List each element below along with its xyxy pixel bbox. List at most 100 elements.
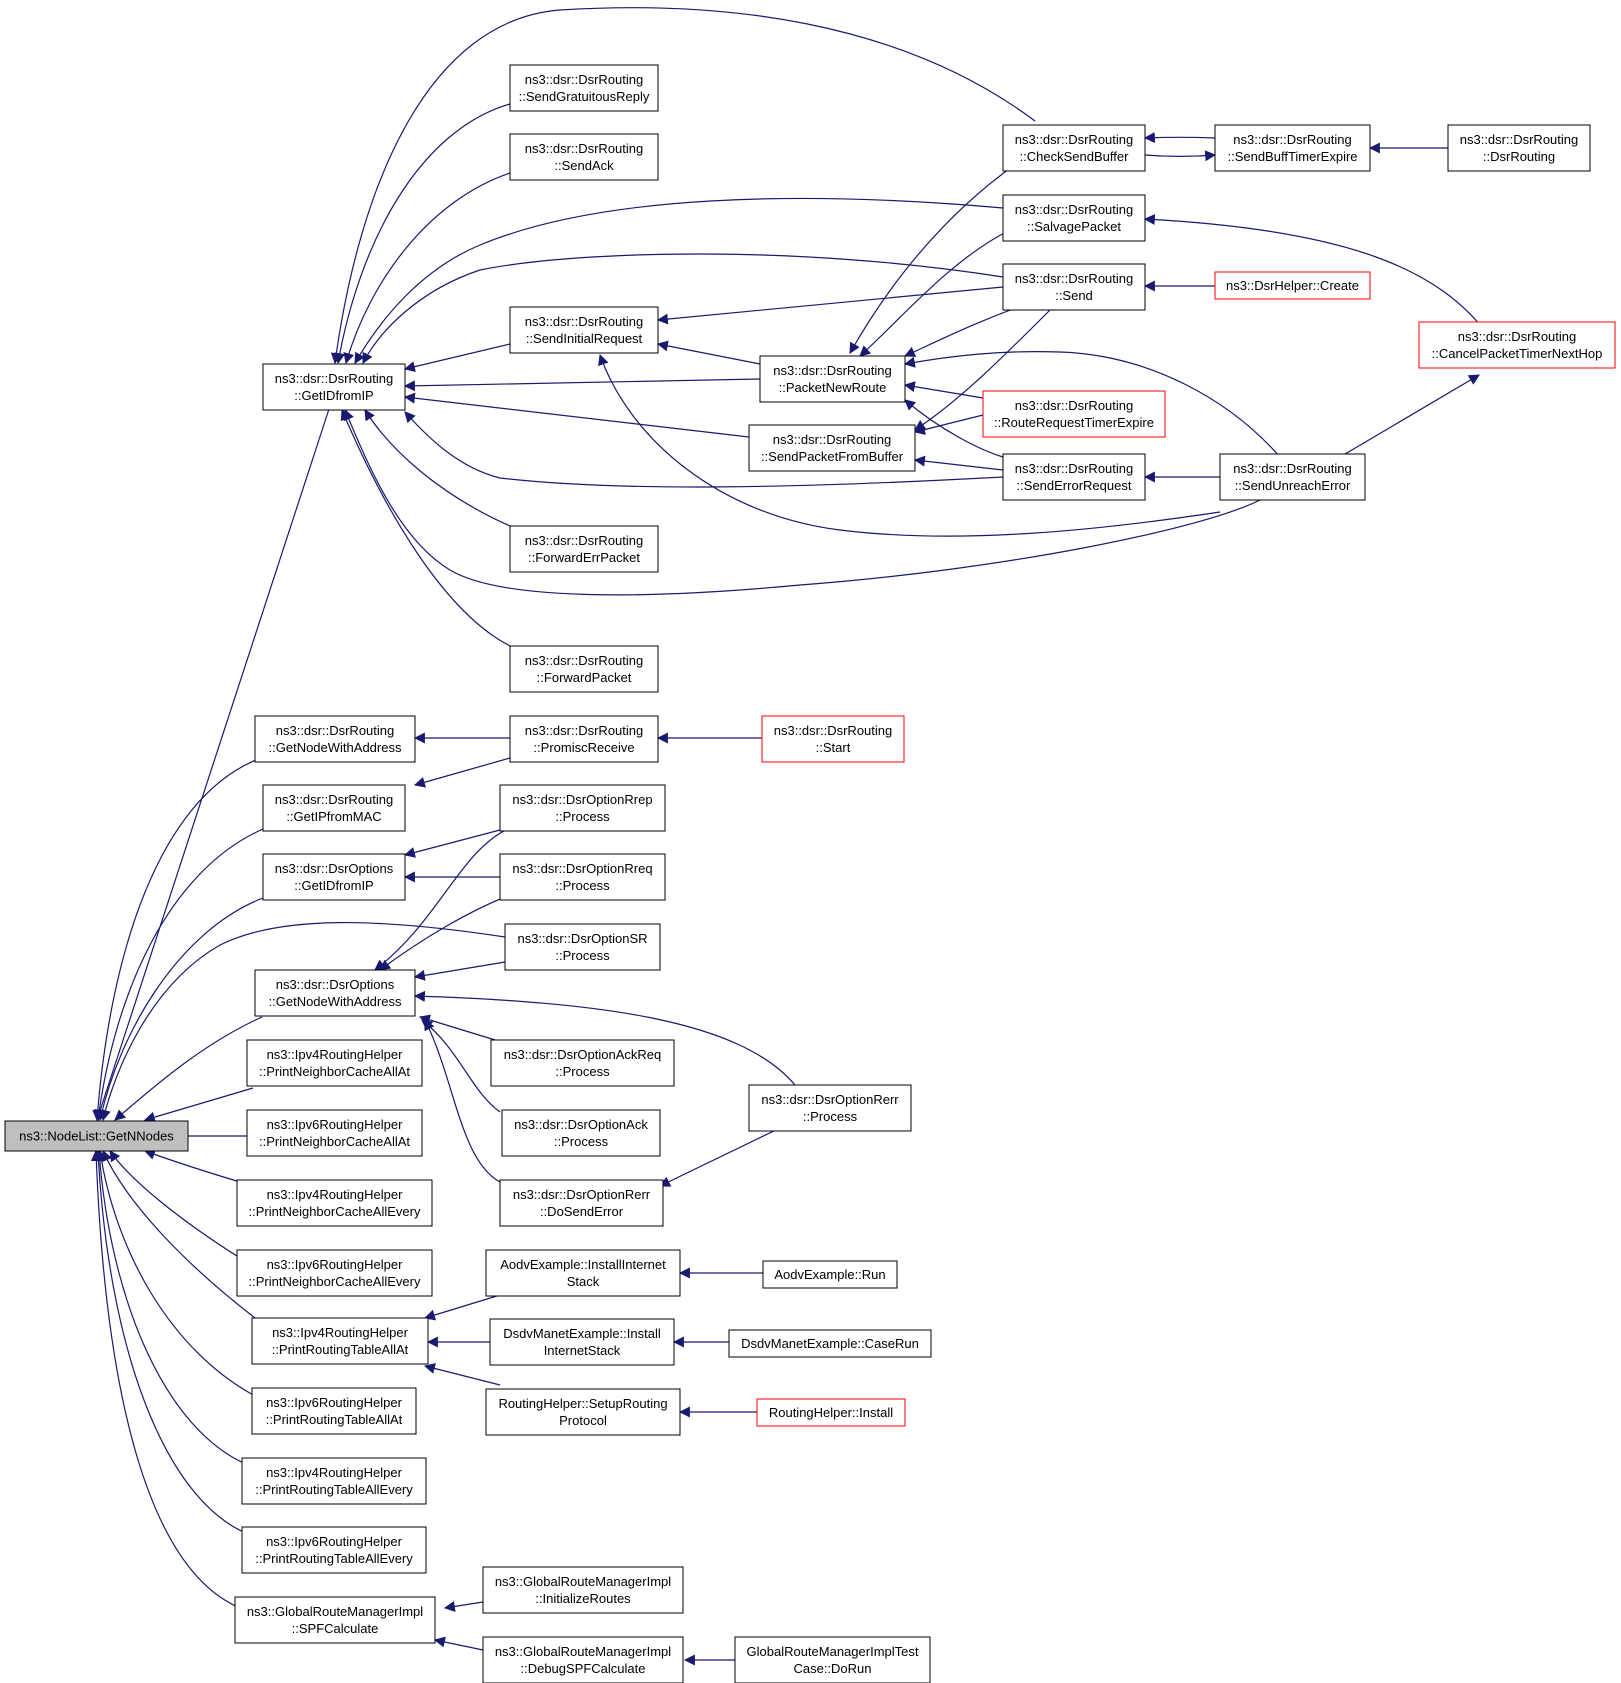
- node-box: [1214, 271, 1371, 300]
- node-box: [501, 1109, 661, 1157]
- node-label: RoutingHelper::Install: [769, 1405, 893, 1420]
- node-label: ns3::dsr::DsrOptions: [275, 861, 394, 876]
- node-label: ::PrintNeighborCacheAllAt: [259, 1064, 410, 1079]
- node-route-req-timer[interactable]: ns3::dsr::DsrRouting::RouteRequestTimerE…: [982, 390, 1166, 438]
- node-ipv4-nc-every[interactable]: ns3::Ipv4RoutingHelper::PrintNeighborCac…: [236, 1179, 433, 1227]
- node-forward-err[interactable]: ns3::dsr::DsrRouting::ForwardErrPacket: [509, 525, 659, 573]
- node-label: ns3::Ipv4RoutingHelper: [266, 1465, 403, 1480]
- node-box: [1447, 124, 1591, 172]
- node-dsdv-caserun[interactable]: DsdvManetExample::CaseRun: [728, 1329, 932, 1358]
- node-label: ::SendUnreachError: [1235, 478, 1351, 493]
- node-send-unreach[interactable]: ns3::dsr::DsrRouting::SendUnreachError: [1219, 453, 1366, 501]
- node-label: ::Start: [816, 740, 851, 755]
- node-opt-rerr-dosend[interactable]: ns3::dsr::DsrOptionRerr::DoSendError: [499, 1179, 664, 1227]
- node-box: [1219, 453, 1366, 501]
- node-send-ack[interactable]: ns3::dsr::DsrRouting::SendAck: [509, 133, 659, 181]
- node-box: [509, 306, 659, 354]
- node-ipv4-rt-at[interactable]: ns3::Ipv4RoutingHelper::PrintRoutingTabl…: [251, 1317, 429, 1365]
- node-label: DsdvManetExample::CaseRun: [741, 1336, 919, 1351]
- node-box: [762, 1260, 898, 1289]
- node-label: ::ForwardPacket: [537, 670, 632, 685]
- node-ipv6-rt-at[interactable]: ns3::Ipv6RoutingHelper::PrintRoutingTabl…: [251, 1387, 417, 1435]
- node-rh-install[interactable]: RoutingHelper::Install: [756, 1398, 906, 1427]
- node-send-gratuitous[interactable]: ns3::dsr::DsrRouting::SendGratuitousRepl…: [509, 64, 659, 112]
- node-send[interactable]: ns3::dsr::DsrRouting::Send: [1002, 263, 1146, 311]
- node-box: [982, 390, 1166, 438]
- edge-send-to-sendinitial: [656, 286, 1004, 325]
- edge-optrerr-to-optrerrdosend: [659, 1127, 781, 1187]
- node-promisc-receive[interactable]: ns3::dsr::DsrRouting::PromiscReceive: [509, 715, 659, 763]
- node-opt-sr[interactable]: ns3::dsr::DsrOptionSR::Process: [504, 923, 661, 971]
- node-ipv4-nc-at[interactable]: ns3::Ipv4RoutingHelper::PrintNeighborCac…: [246, 1039, 423, 1087]
- node-box: [1002, 453, 1146, 501]
- node-send-initial[interactable]: ns3::dsr::DsrRouting::SendInitialRequest: [509, 306, 659, 354]
- node-box: [728, 1329, 932, 1358]
- node-label: ns3::DsrHelper::Create: [1226, 278, 1359, 293]
- node-dsr-ctor[interactable]: ns3::dsr::DsrRouting::DsrRouting: [1447, 124, 1591, 172]
- node-dsr-helper-create[interactable]: ns3::DsrHelper::Create: [1214, 271, 1371, 300]
- node-opts-get-node[interactable]: ns3::dsr::DsrOptions::GetNodeWithAddress: [254, 969, 416, 1017]
- node-opt-rerr[interactable]: ns3::dsr::DsrOptionRerr::Process: [748, 1084, 912, 1132]
- node-opt-rrep[interactable]: ns3::dsr::DsrOptionRrep::Process: [499, 784, 666, 832]
- node-packet-new-route[interactable]: ns3::dsr::DsrRouting::PacketNewRoute: [759, 355, 906, 403]
- node-label: ::PrintRoutingTableAllEvery: [255, 1482, 413, 1497]
- node-label: AodvExample::Run: [774, 1267, 885, 1282]
- node-box: [509, 133, 659, 181]
- node-dsr-start[interactable]: ns3::dsr::DsrRouting::Start: [761, 715, 905, 763]
- node-label: ns3::dsr::DsrRouting: [525, 141, 644, 156]
- node-layer: ns3::NodeList::GetNNodes ns3::dsr::DsrRou…: [4, 64, 1616, 1683]
- node-salvage-packet[interactable]: ns3::dsr::DsrRouting::SalvagePacket: [1002, 194, 1146, 242]
- node-ipv4-rt-every[interactable]: ns3::Ipv4RoutingHelper::PrintRoutingTabl…: [241, 1457, 427, 1505]
- node-send-from-buffer[interactable]: ns3::dsr::DsrRouting::SendPacketFromBuff…: [748, 424, 916, 472]
- edge-senderror-to-packetnewroute: [904, 399, 1004, 458]
- node-box: [241, 1457, 427, 1505]
- node-send-buff-timer[interactable]: ns3::dsr::DsrRouting::SendBuffTimerExpir…: [1214, 124, 1371, 172]
- edge-sendunreach-to-dsrgetid: [343, 408, 1261, 596]
- edge-cancel-to-salvage: [1143, 214, 1489, 336]
- node-opts-getid[interactable]: ns3::dsr::DsrOptions::GetIDfromIP: [262, 853, 406, 901]
- node-grm-debug[interactable]: ns3::GlobalRouteManagerImpl::DebugSPFCal…: [482, 1636, 684, 1683]
- node-box: [262, 853, 406, 901]
- node-dsr-getid[interactable]: ns3::dsr::DsrRouting::GetIDfromIP: [262, 363, 406, 411]
- edge-sendunreach-to-sendinitial: [598, 353, 1221, 537]
- edge-optsgetnode-to-root: [114, 1016, 263, 1121]
- node-opt-ack[interactable]: ns3::dsr::DsrOptionAck::Process: [501, 1109, 661, 1157]
- node-ipv6-rt-every[interactable]: ns3::Ipv6RoutingHelper::PrintRoutingTabl…: [241, 1526, 427, 1574]
- node-check-send-buffer[interactable]: ns3::dsr::DsrRouting::CheckSendBuffer: [1002, 124, 1146, 172]
- node-label: ::SendInitialRequest: [526, 331, 643, 346]
- node-cancel-timer[interactable]: ns3::dsr::DsrRouting::CancelPacketTimerN…: [1418, 321, 1616, 369]
- node-send-error-req[interactable]: ns3::dsr::DsrRouting::SendErrorRequest: [1002, 453, 1146, 501]
- node-label: ::SPFCalculate: [292, 1621, 379, 1636]
- node-label: GlobalRouteManagerImplTest: [747, 1644, 919, 1659]
- node-root[interactable]: ns3::NodeList::GetNNodes: [4, 1120, 189, 1152]
- edge-sendack-to-dsrgetid: [343, 172, 511, 365]
- edge-send-to-dsrgetid: [362, 253, 1004, 364]
- node-box: [509, 645, 659, 693]
- node-grm-init[interactable]: ns3::GlobalRouteManagerImpl::InitializeR…: [482, 1566, 684, 1614]
- edge-optrerrdosend-to-optsgetnode: [424, 1019, 501, 1183]
- node-label: ns3::Ipv6RoutingHelper: [267, 1257, 404, 1272]
- node-grm-spf[interactable]: ns3::GlobalRouteManagerImpl::SPFCalculat…: [234, 1596, 436, 1644]
- node-get-ip-from-mac[interactable]: ns3::dsr::DsrRouting::GetIPfromMAC: [262, 784, 406, 832]
- node-box: [262, 784, 406, 832]
- edge-routereq-to-sendfrombuffer: [913, 414, 984, 435]
- node-ipv6-nc-at[interactable]: ns3::Ipv6RoutingHelper::PrintNeighborCac…: [246, 1109, 423, 1157]
- edge-promisc-to-getipfrommac: [413, 757, 511, 788]
- node-opt-rreq[interactable]: ns3::dsr::DsrOptionRreq::Process: [499, 853, 666, 901]
- node-label: ns3::dsr::DsrOptions: [276, 977, 395, 992]
- node-label: ::Process: [555, 1064, 610, 1079]
- node-ipv6-nc-every[interactable]: ns3::Ipv6RoutingHelper::PrintNeighborCac…: [236, 1249, 433, 1297]
- node-box: [499, 853, 666, 901]
- node-get-node-addr[interactable]: ns3::dsr::DsrRouting::GetNodeWithAddress: [254, 715, 416, 763]
- node-opt-ackreq[interactable]: ns3::dsr::DsrOptionAckReq::Process: [490, 1039, 675, 1087]
- node-label: ns3::dsr::DsrRouting: [276, 723, 395, 738]
- edge-optsr-to-root: [99, 922, 506, 1122]
- node-aodv-run[interactable]: AodvExample::Run: [762, 1260, 898, 1289]
- node-forward-packet[interactable]: ns3::dsr::DsrRouting::ForwardPacket: [509, 645, 659, 693]
- node-label: ::SendAck: [554, 158, 614, 173]
